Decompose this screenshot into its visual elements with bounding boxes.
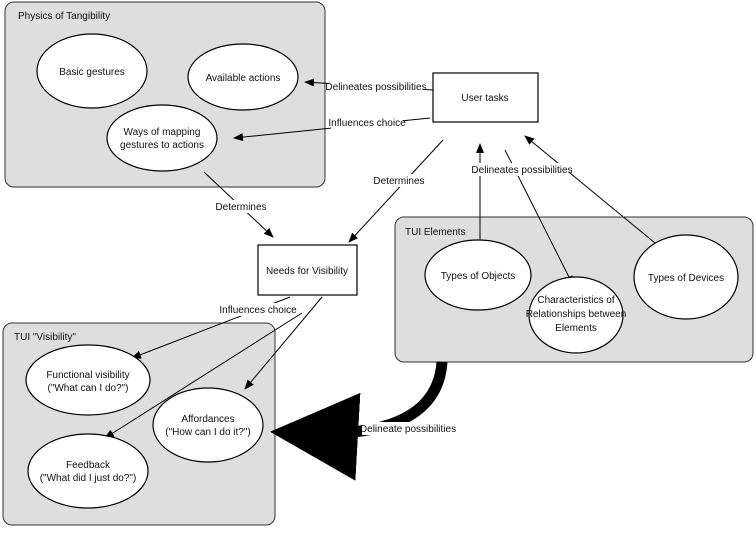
group-title: TUI Elements — [405, 227, 466, 238]
node-label: Characteristics of — [537, 295, 614, 306]
edge-labels: Delineates possibilities Influences choi… — [215, 80, 573, 435]
edge-label: Delineates possibilities — [471, 165, 572, 176]
edge-needs-feedback — [104, 312, 303, 439]
node-basic-gestures: Basic gestures — [36, 33, 148, 109]
node-label: Elements — [555, 323, 597, 334]
edge-label: Delineate possibilities — [360, 424, 456, 435]
edge-devices-usertasks — [524, 135, 656, 244]
node-label: User tasks — [461, 93, 508, 104]
node-feedback: Feedback ("What did I just do?") — [27, 433, 149, 509]
node-functional-visibility: Functional visibility ("What can I do?") — [25, 344, 151, 416]
node-label: Functional visibility — [46, 370, 129, 381]
node-label: Affordances — [181, 414, 234, 425]
group-title: Physics of Tangibility — [18, 11, 110, 22]
node-label: Types of Objects — [441, 271, 515, 282]
node-label: Basic gestures — [59, 67, 125, 78]
node-label: Feedback — [66, 460, 111, 471]
node-label: ("How can I do it?") — [165, 427, 250, 438]
node-available-actions: Available actions — [187, 43, 299, 111]
node-label: ("What did I just do?") — [40, 473, 137, 484]
group-title: TUI "Visibility" — [14, 332, 76, 343]
edge-label: Influences choice — [219, 305, 297, 316]
node-characteristics: Characteristics of Relationships between… — [526, 276, 627, 354]
edge-label: Determines — [215, 202, 266, 213]
node-ways-of-mapping: Ways of mapping gestures to actions — [106, 104, 218, 172]
node-label: Relationships between — [526, 309, 627, 320]
node-label: Ways of mapping — [124, 127, 201, 138]
node-types-of-devices: Types of Devices — [633, 234, 739, 320]
node-label: ("What can I do?") — [47, 383, 128, 394]
node-label: gestures to actions — [120, 140, 204, 151]
node-types-of-objects: Types of Objects — [424, 239, 532, 311]
node-label: Available actions — [206, 73, 281, 84]
node-label: Needs for Visibility — [266, 266, 348, 277]
edge-label: Influences choice — [328, 118, 406, 129]
node-user-tasks: User tasks — [432, 72, 539, 123]
edge-usertasks-needs — [348, 139, 444, 243]
node-label: Types of Devices — [648, 273, 724, 284]
edge-needs-affordances — [244, 296, 323, 390]
edge-label: Delineates possibilities — [325, 82, 426, 93]
edge-tuielements-tuivisibility-thick — [270, 361, 448, 481]
node-affordances: Affordances ("How can I do it?") — [152, 387, 264, 463]
edge-label: Determines — [373, 176, 424, 187]
node-needs-for-visibility: Needs for Visibility — [257, 244, 358, 296]
